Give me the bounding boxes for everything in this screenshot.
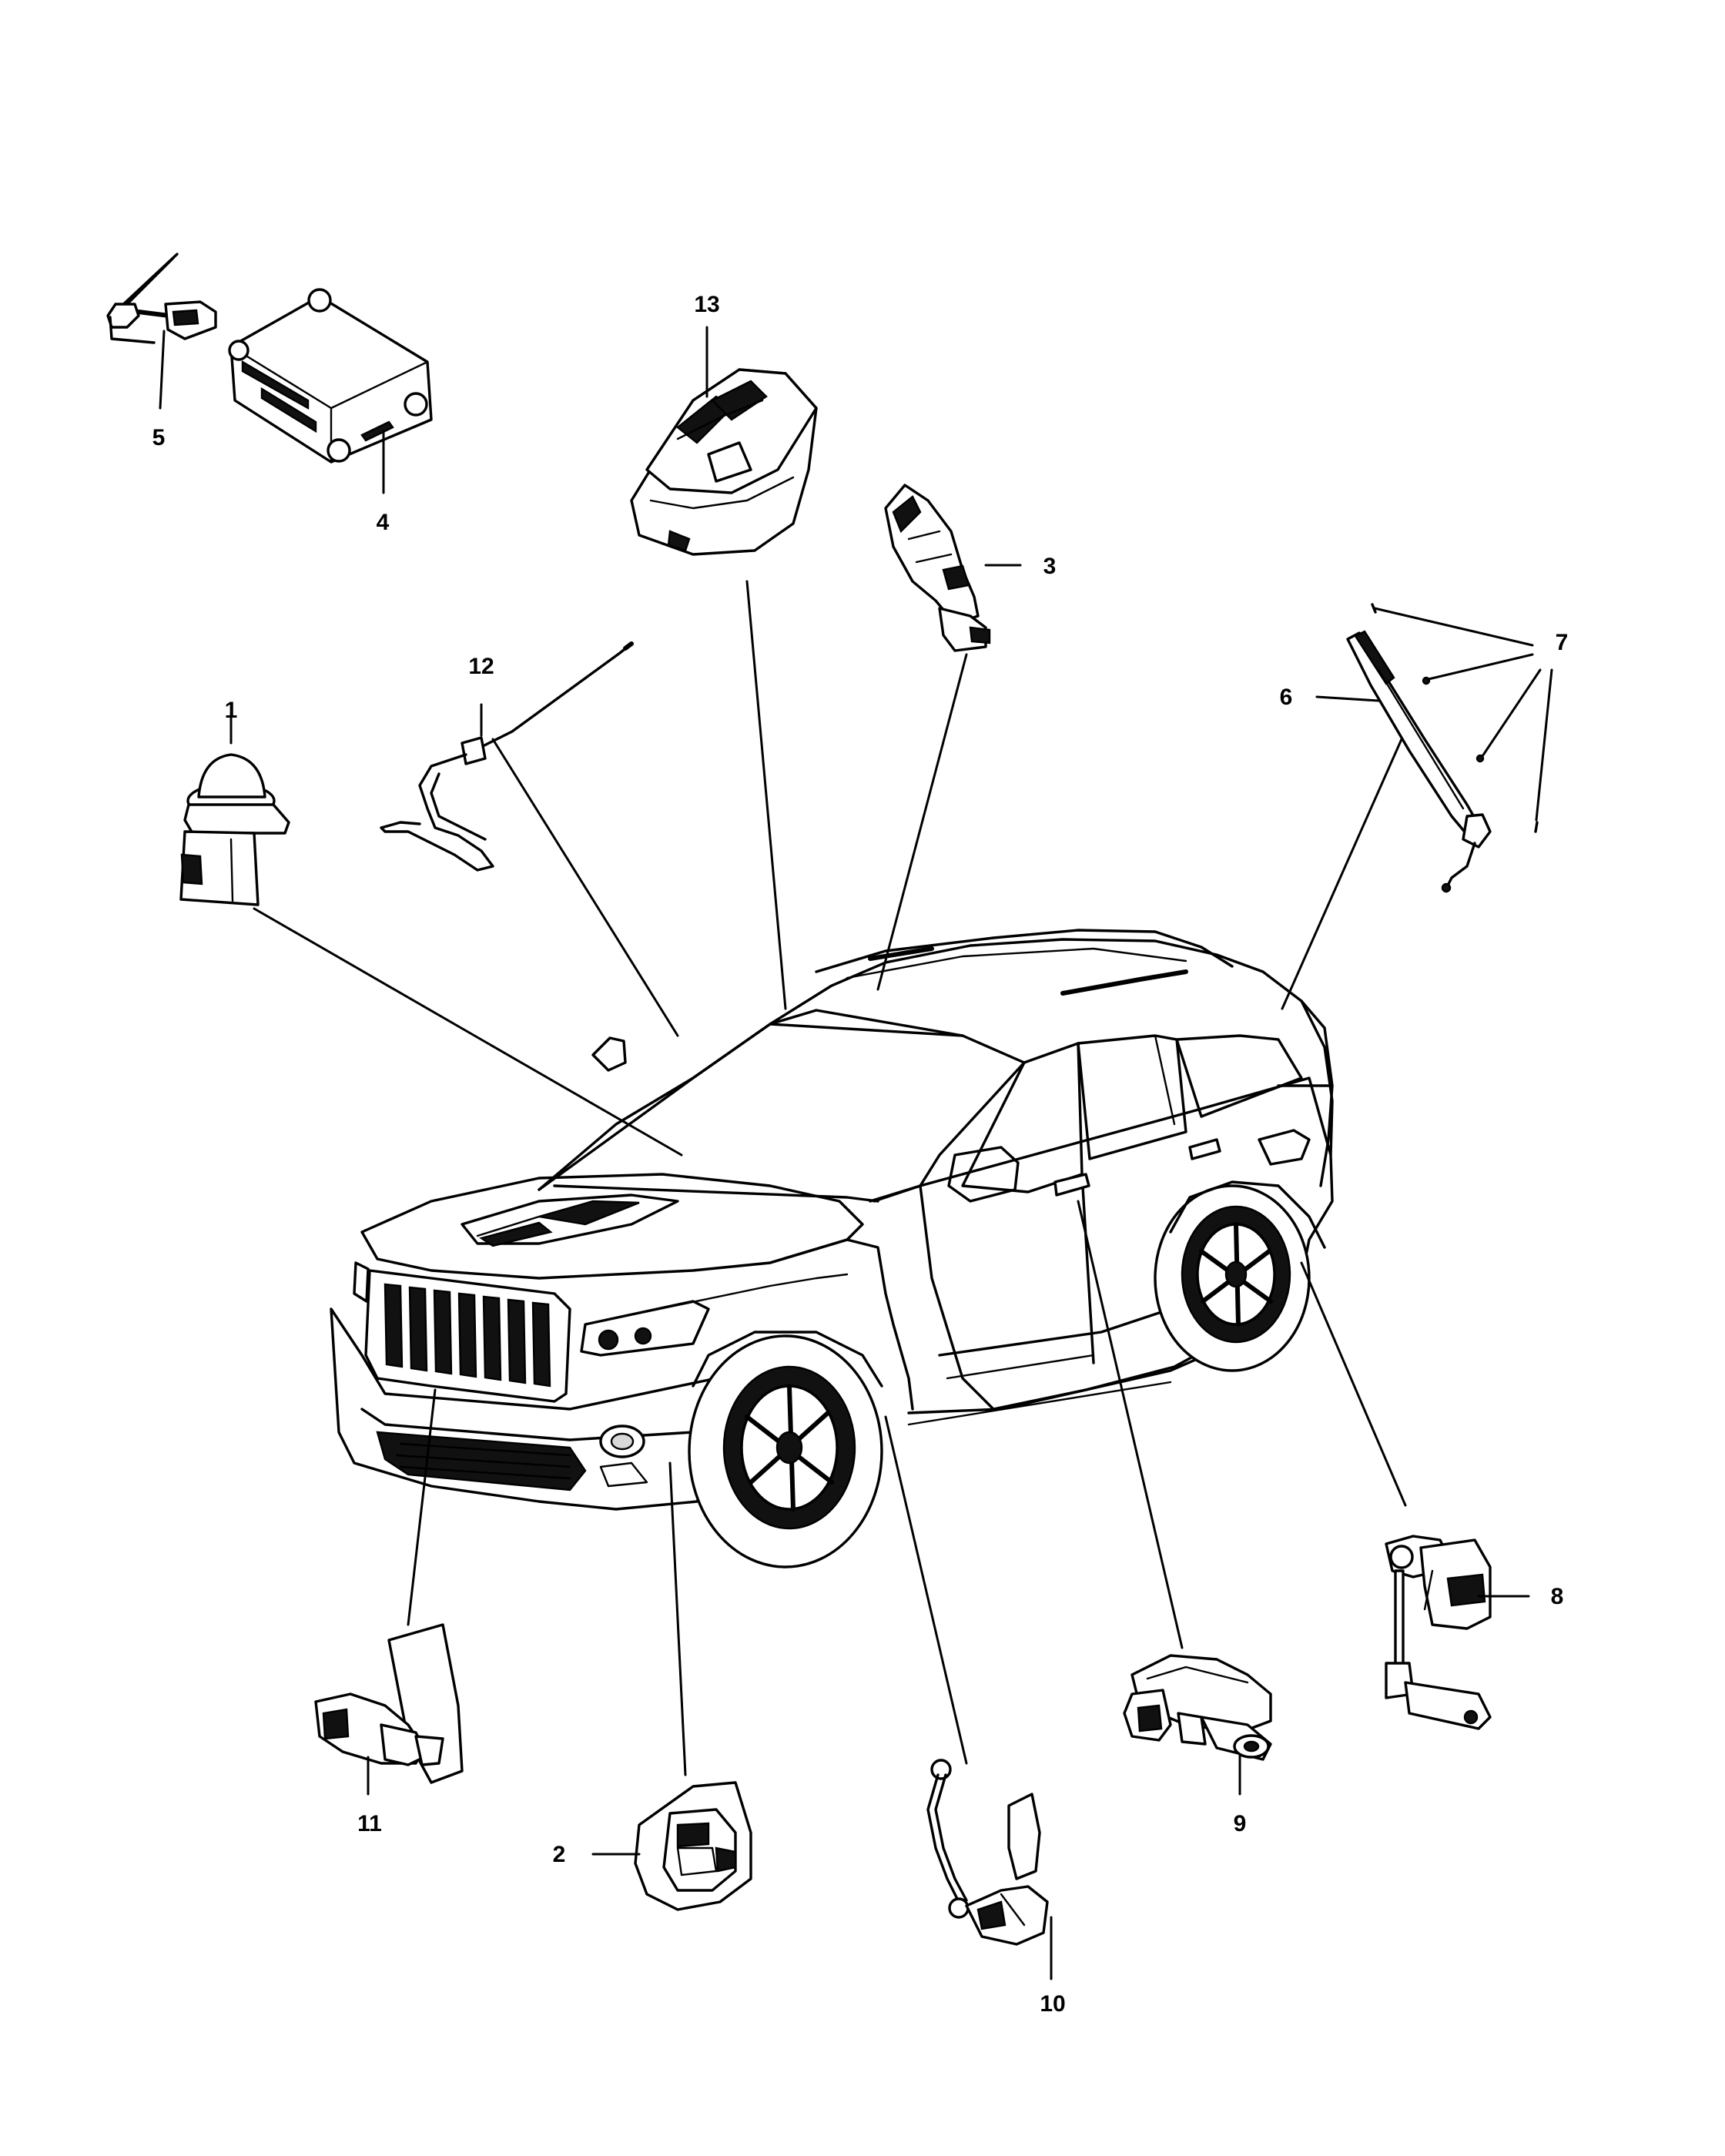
part-8-level-sensor[interactable]: [1385, 1535, 1492, 1730]
rear-wheel: [1154, 1180, 1326, 1372]
leader-3: [876, 653, 968, 991]
part-12-wire-harness[interactable]: [380, 641, 634, 872]
leader-tick-5: [159, 330, 166, 410]
part-6-side-sensor-strip[interactable]: [1346, 630, 1492, 893]
vehicle-illustration: [330, 929, 1334, 1568]
leader-8: [1300, 1261, 1407, 1507]
front-wheel: [688, 1331, 883, 1568]
leader-tick-6: [1315, 695, 1380, 702]
callout-4: 4: [377, 510, 390, 535]
leader-7c: [1481, 668, 1542, 758]
leader-lines: [159, 326, 1553, 1980]
part-11-bracket-sensor[interactable]: [314, 1623, 464, 1784]
part-5-cable-sensor[interactable]: [106, 253, 217, 344]
part-7-fasteners[interactable]: [1371, 603, 1539, 833]
part-3-sensor-module[interactable]: [884, 484, 991, 652]
leader-7a: [1373, 607, 1534, 647]
callout-6: 6: [1280, 685, 1293, 710]
leader-13: [745, 580, 787, 1010]
callout-2: 2: [553, 1842, 566, 1867]
leader-2: [668, 1461, 687, 1776]
callout-9: 9: [1234, 1811, 1247, 1836]
callout-11: 11: [357, 1811, 382, 1836]
leader-1: [253, 907, 683, 1157]
callout-7: 7: [1556, 630, 1569, 655]
leader-11: [407, 1388, 437, 1626]
part-13-clockspring[interactable]: [630, 368, 818, 556]
callout-13: 13: [694, 292, 719, 317]
callout-8: 8: [1551, 1584, 1564, 1609]
callout-3: 3: [1043, 554, 1057, 579]
leader-9: [1077, 1200, 1184, 1649]
callout-10: 10: [1040, 1991, 1065, 2017]
callout-5: 5: [152, 425, 166, 450]
callout-1: 1: [225, 698, 238, 723]
part-4-control-module[interactable]: [228, 288, 433, 464]
leader-7b: [1427, 653, 1534, 681]
leader-10: [884, 1415, 968, 1765]
grille-slots: [384, 1283, 551, 1388]
leader-7d: [1535, 668, 1553, 822]
leader-12: [491, 738, 679, 1037]
callout-12: 12: [468, 654, 494, 679]
part-10-height-sensor[interactable]: [926, 1759, 1049, 1946]
leader-6: [1281, 738, 1403, 1010]
part-2-impact-sensor[interactable]: [634, 1781, 752, 1911]
callout-labels: 1 2 3 4 5 6 7 8 9 10 11 12 13: [152, 292, 1569, 2017]
part-9-rate-sensor[interactable]: [1123, 1654, 1272, 1761]
part-1-dome-sensor[interactable]: [179, 753, 290, 906]
